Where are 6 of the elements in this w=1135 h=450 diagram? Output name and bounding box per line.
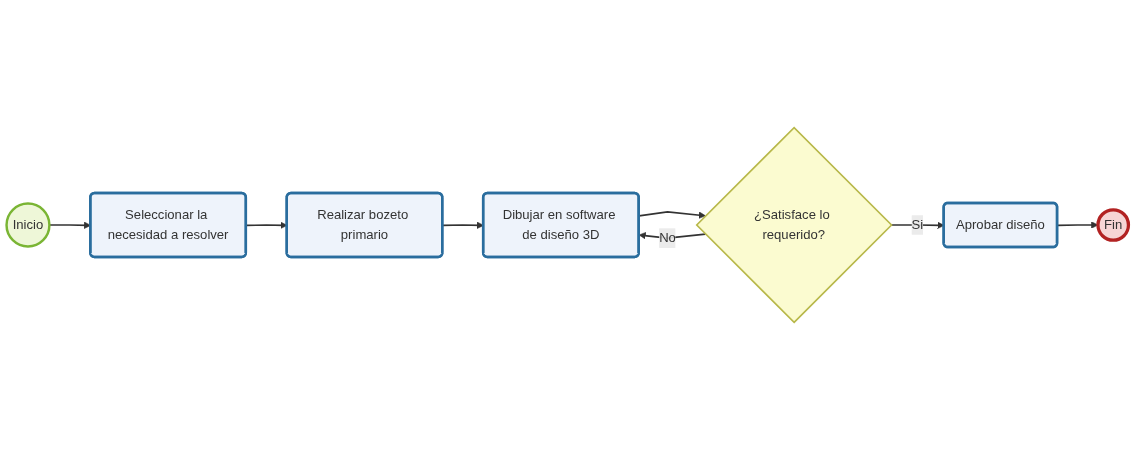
edge-label: No — [659, 230, 676, 245]
node-circle: Fin — [1096, 208, 1131, 242]
node-diamond: ¿Satisface lo requerido? — [695, 126, 893, 324]
edge-label: Si — [911, 217, 924, 232]
node-circle: Inicio — [5, 202, 51, 248]
arrow — [638, 211, 706, 219]
